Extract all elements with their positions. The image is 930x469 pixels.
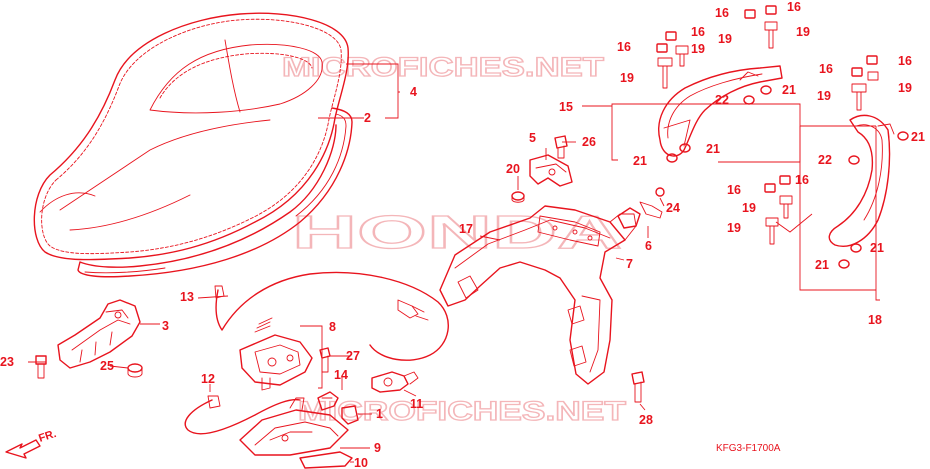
callout-26: 26 (582, 135, 596, 149)
seat-bracket (439, 205, 637, 385)
callout-22b: 22 (818, 153, 832, 167)
watermark-center: HONDA (292, 206, 622, 258)
bolt-23 (35, 355, 47, 379)
callout-12: 12 (201, 372, 215, 386)
callout-19a: 19 (718, 32, 732, 46)
callout-3: 3 (162, 319, 169, 333)
callout-9: 9 (374, 441, 381, 455)
callout-7: 7 (626, 257, 633, 271)
collar-20 (511, 191, 525, 203)
callout-17: 17 (459, 222, 473, 236)
callout-20: 20 (506, 162, 520, 176)
callout-14: 14 (334, 368, 348, 382)
callout-21c: 21 (633, 154, 647, 168)
callout-23: 23 (0, 355, 14, 369)
hinge-bracket (529, 154, 573, 187)
callout-19b: 19 (796, 25, 810, 39)
callout-19c: 19 (620, 71, 634, 85)
callout-4: 4 (410, 85, 417, 99)
callout-19g: 19 (742, 201, 756, 215)
callout-19h: 19 (727, 221, 741, 235)
callout-6: 6 (645, 239, 652, 253)
diagram-code: KFG3-F1700A (716, 443, 781, 454)
bolt-28 (631, 371, 645, 403)
callout-16h: 16 (795, 173, 809, 187)
callout-22a: 22 (715, 93, 729, 107)
callout-16d: 16 (691, 25, 705, 39)
leader-lines (28, 63, 880, 463)
callout-24: 24 (666, 201, 680, 215)
callout-19d: 19 (691, 42, 705, 56)
grommet-6 (617, 207, 641, 229)
callout-16c: 16 (617, 40, 631, 54)
callout-16e: 16 (819, 62, 833, 76)
callout-16f: 16 (898, 54, 912, 68)
callout-5: 5 (529, 131, 536, 145)
nut-25 (127, 363, 143, 378)
cable-joint (371, 371, 419, 393)
bolt-26 (554, 135, 568, 159)
clip-1 (341, 405, 359, 425)
callout-19e: 19 (817, 89, 831, 103)
seat-lock-cable (214, 271, 449, 361)
callout-25: 25 (100, 359, 114, 373)
callout-10: 10 (354, 456, 368, 469)
callout-8: 8 (329, 320, 336, 334)
opener-cable (184, 395, 301, 435)
callout-16b: 16 (787, 0, 801, 14)
front-label: FR. (37, 428, 58, 445)
callout-21e: 21 (870, 241, 884, 255)
seat-opener-lever (239, 397, 353, 469)
watermark-top: MICROFICHES.NET (282, 52, 605, 82)
callout-21f: 21 (815, 258, 829, 272)
bolt-24 (639, 187, 665, 219)
bolt-27 (319, 347, 331, 373)
callout-21b: 21 (706, 142, 720, 156)
callout-15: 15 (559, 100, 573, 114)
callout-16a: 16 (715, 6, 729, 20)
fasteners (656, 5, 909, 269)
callout-21d: 21 (911, 130, 925, 144)
callout-16g: 16 (727, 183, 741, 197)
callout-19f: 19 (898, 81, 912, 95)
watermark-bottom: MICROFICHES.NET (298, 396, 627, 426)
callout-13: 13 (180, 290, 194, 304)
callout-18: 18 (868, 313, 882, 327)
callout-11: 11 (410, 397, 423, 411)
callout-2: 2 (364, 111, 371, 125)
cable-holder-14 (317, 391, 339, 411)
callout-21a: 21 (782, 83, 796, 97)
callout-1: 1 (376, 407, 383, 421)
callout-28: 28 (639, 413, 653, 427)
callout-27: 27 (346, 349, 360, 363)
grab-rail-15 (658, 65, 783, 157)
seat-latch-bracket (57, 299, 141, 369)
seat-lock (239, 317, 313, 391)
front-direction-indicator: FR. (5, 428, 58, 459)
grab-rail-18 (828, 114, 895, 247)
